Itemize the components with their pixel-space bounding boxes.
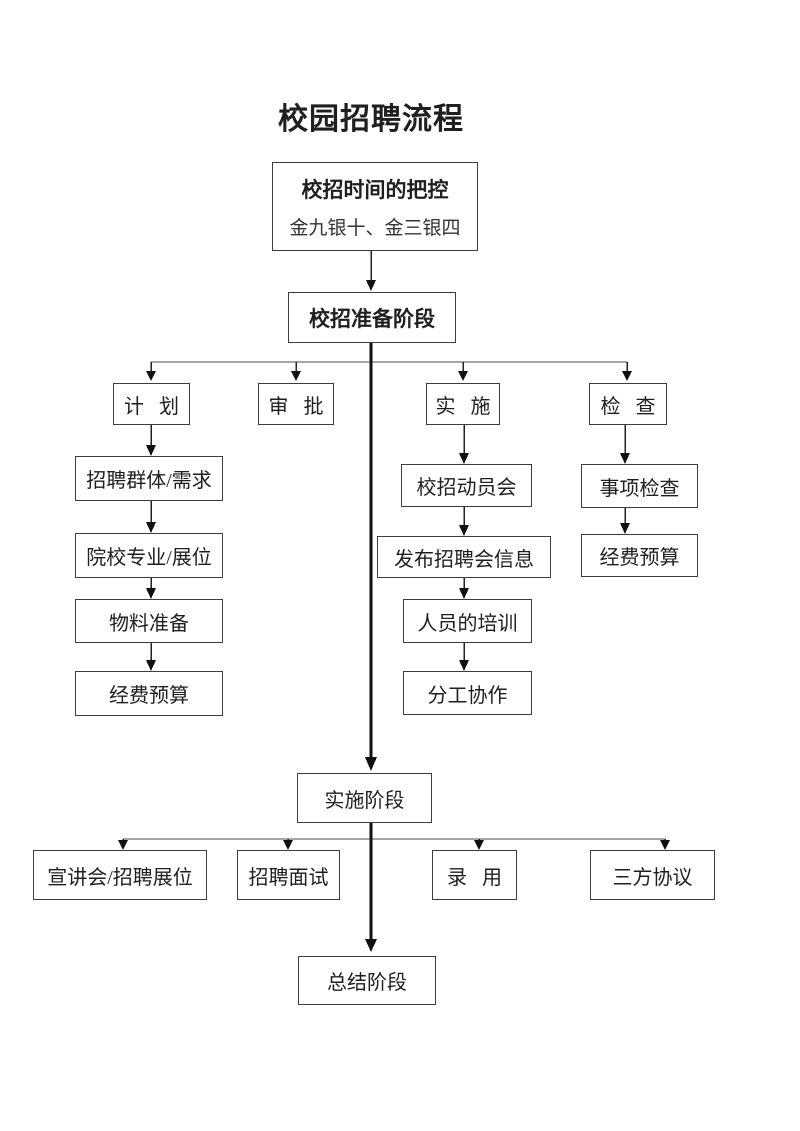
node-plan-step-4: 经费预算 (75, 671, 223, 716)
node-time-control-subtitle: 金九银十、金三银四 (289, 217, 461, 239)
node-implement-step-4: 分工协作 (403, 671, 532, 715)
node-time-control-title: 校招时间的把控 (301, 177, 449, 202)
arrowhead (146, 371, 156, 381)
node-plan-step-1: 招聘群体/需求 (75, 456, 223, 501)
arrowhead (366, 280, 376, 291)
arrowhead (146, 588, 156, 599)
arrowhead (459, 453, 469, 464)
node-approve: 审 批 (258, 383, 334, 425)
arrowhead (283, 840, 293, 850)
node-plan-step-3: 物料准备 (75, 599, 223, 643)
arrowhead (474, 840, 484, 850)
page-title: 校园招聘流程 (278, 103, 464, 136)
node-prep-stage: 校招准备阶段 (288, 292, 456, 343)
arrowhead (146, 660, 156, 671)
node-exec-item-3: 录 用 (432, 850, 517, 900)
node-exec-stage: 实施阶段 (297, 773, 432, 823)
arrowhead (118, 840, 128, 850)
arrowhead (365, 939, 377, 952)
node-implement: 实 施 (426, 383, 500, 425)
arrowhead (146, 522, 156, 533)
node-check: 检 查 (589, 383, 667, 425)
node-exec-item-1: 宣讲会/招聘展位 (33, 850, 207, 900)
arrowhead (459, 525, 469, 536)
arrowhead (459, 660, 469, 671)
arrowhead (459, 588, 469, 599)
node-exec-item-4: 三方协议 (590, 850, 715, 900)
node-check-step-1: 事项检查 (581, 464, 698, 508)
arrowhead (365, 757, 377, 771)
arrowheads (118, 280, 670, 952)
node-implement-step-1: 校招动员会 (401, 464, 532, 507)
branch-rails (123, 361, 665, 840)
arrowhead (660, 840, 670, 850)
arrowhead (291, 371, 301, 381)
node-exec-item-2: 招聘面试 (237, 850, 340, 900)
node-time-control: 校招时间的把控 金九银十、金三银四 (272, 162, 478, 251)
arrowhead (622, 371, 632, 381)
node-implement-step-2: 发布招聘会信息 (377, 536, 551, 578)
node-check-step-2: 经费预算 (581, 534, 698, 577)
arrowhead (458, 371, 468, 381)
arrowhead (620, 523, 630, 534)
connector-lines (122, 251, 666, 841)
arrowhead (620, 453, 630, 464)
node-summary-stage: 总结阶段 (298, 956, 436, 1005)
node-plan: 计 划 (113, 383, 190, 425)
arrowhead (146, 445, 156, 456)
node-implement-step-3: 人员的培训 (403, 599, 532, 643)
node-plan-step-2: 院校专业/展位 (75, 533, 223, 578)
